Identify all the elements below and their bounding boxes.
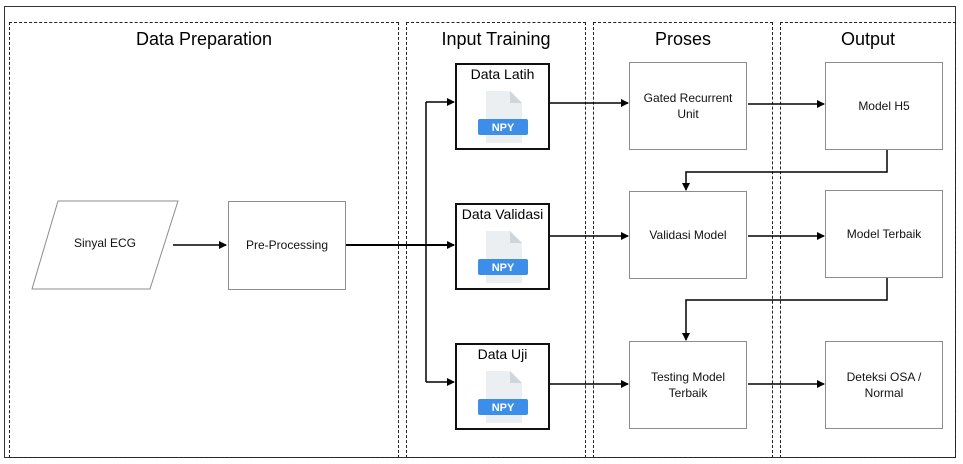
- model-terbaik-box: Model Terbaik: [825, 190, 943, 278]
- section-output: Output: [780, 22, 956, 458]
- model-h5-box: Model H5: [825, 62, 943, 150]
- data-uji-title: Data Uji: [477, 346, 528, 362]
- data-validasi-title: Data Validasi: [461, 206, 544, 222]
- data-latih-title: Data Latih: [470, 66, 535, 82]
- section-data-preparation: Data Preparation: [9, 22, 399, 458]
- data-uji-box: Data Uji NPY: [455, 343, 550, 430]
- arrow-model-h5-to-validasi: [682, 150, 888, 191]
- npy-badge-text: NPY: [491, 402, 514, 414]
- deteksi-box: Deteksi OSA / Normal: [825, 341, 943, 429]
- section-title-output: Output: [840, 29, 896, 49]
- section-title-input-training: Input Training: [441, 29, 551, 49]
- section-title-data-preparation: Data Preparation: [135, 29, 273, 49]
- section-input-training: Input Training: [406, 22, 586, 458]
- npy-file-icon: NPY: [477, 231, 528, 283]
- arrow-model-terbaik-to-testing: [682, 278, 888, 341]
- data-latih-box: Data Latih NPY: [455, 63, 550, 150]
- data-validasi-box: Data Validasi NPY: [455, 203, 550, 290]
- npy-badge-text: NPY: [491, 262, 514, 274]
- sinyal-ecg-label: Sinyal ECG: [73, 236, 137, 250]
- validasi-model-box: Validasi Model: [629, 191, 747, 279]
- sinyal-ecg-shape: [31, 200, 179, 290]
- gru-box: Gated Recurrent Unit: [629, 62, 747, 150]
- section-title-proses: Proses: [654, 29, 712, 49]
- npy-badge-text: NPY: [491, 122, 514, 134]
- npy-file-icon: NPY: [477, 91, 528, 143]
- section-proses: Proses: [593, 22, 773, 458]
- testing-model-box: Testing Model Terbaik: [629, 341, 747, 429]
- pre-processing-box: Pre-Processing: [228, 201, 346, 290]
- npy-file-icon: NPY: [477, 371, 528, 423]
